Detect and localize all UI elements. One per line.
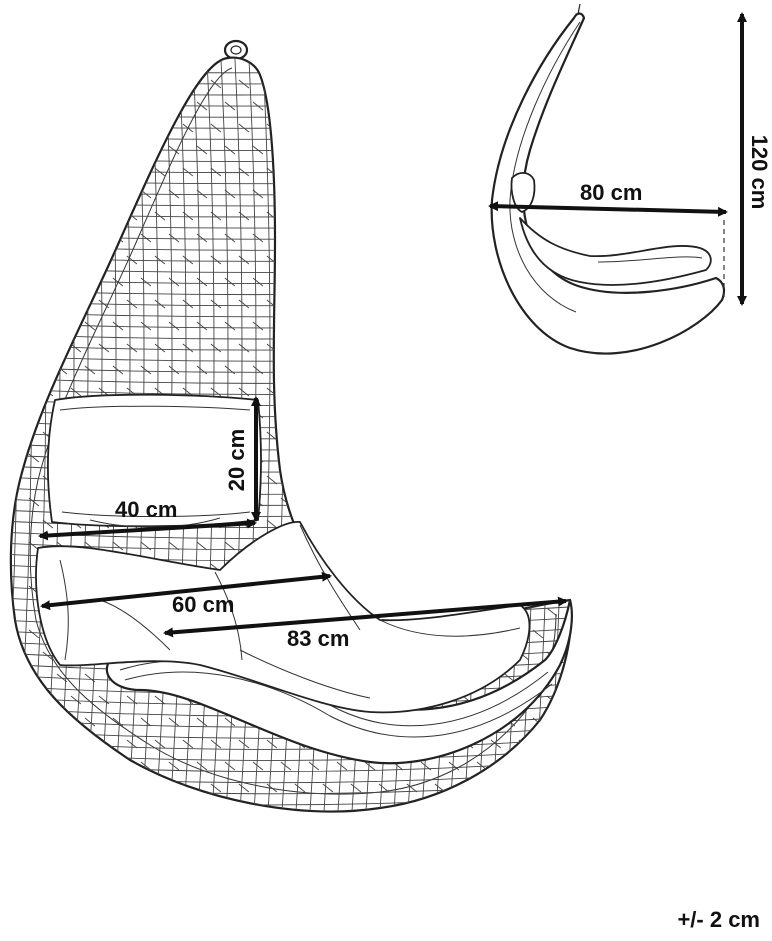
label-side-height: 120 cm <box>747 135 772 210</box>
label-height-backrest: 20 cm <box>224 429 249 491</box>
chair-side-view <box>490 3 726 355</box>
dimension-arrows <box>38 12 747 638</box>
arrow-width-full <box>163 596 568 638</box>
arrow-width-seat <box>38 518 257 541</box>
tolerance-note: +/- 2 cm <box>677 907 760 932</box>
label-side-depth: 80 cm <box>580 180 642 205</box>
arrow-width-mid <box>40 571 332 611</box>
dimension-labels: 20 cm 40 cm 60 cm 83 cm 80 cm 120 cm <box>115 135 772 651</box>
arrow-side-depth <box>488 201 728 217</box>
label-width-seat: 40 cm <box>115 497 177 522</box>
label-width-mid: 60 cm <box>172 592 234 617</box>
label-width-full: 83 cm <box>287 626 349 651</box>
